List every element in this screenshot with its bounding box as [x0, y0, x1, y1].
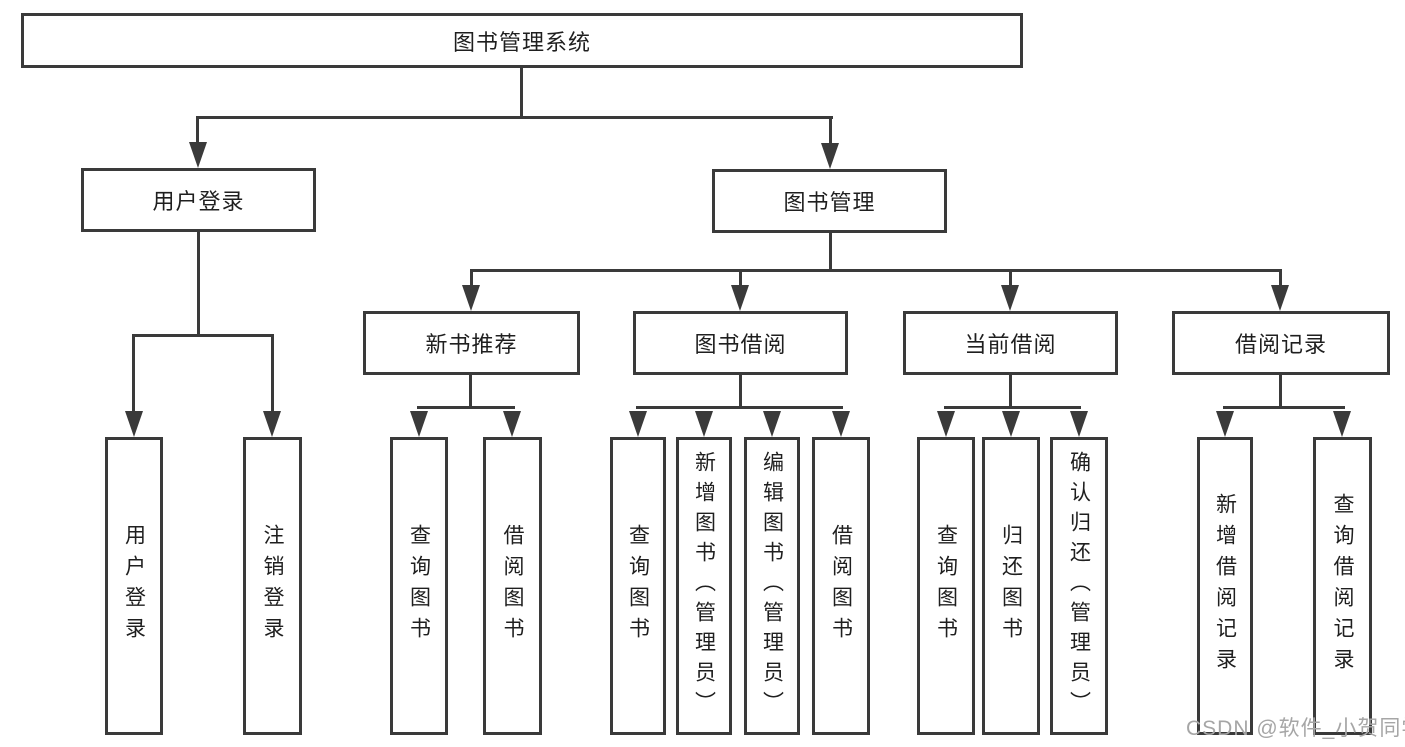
connector-bookborrow-vline [739, 375, 742, 408]
csdn-watermark: CSDN @软件_小贺同学 [1186, 717, 1405, 740]
arrow-down-icon [1002, 411, 1020, 437]
node-label: 注销登录 [261, 524, 284, 648]
node-label: 图书借阅 [694, 332, 787, 357]
node-label: 借阅图书 [829, 524, 853, 648]
arrow-down-icon [263, 411, 281, 437]
node-borrow-records: 借阅记录 [1172, 311, 1390, 375]
leaf-cb-query-books: 查询图书 [917, 437, 975, 735]
connector-root-right-shaft [829, 116, 832, 145]
node-label: 借阅图书 [501, 524, 524, 648]
leaf-bb-edit-books-admin: 编辑图书（管理员） [744, 437, 800, 735]
node-label: 查询图书 [934, 524, 958, 648]
node-label: 新增借阅记录 [1213, 493, 1237, 679]
connector-currentborrow-vline [1009, 375, 1012, 408]
connector-userlogin-hline [132, 334, 274, 337]
arrow-down-icon [1216, 411, 1234, 437]
connector-userlogin-right-shaft [271, 334, 274, 411]
node-book-borrowing: 图书借阅 [633, 311, 848, 375]
leaf-bb-query-books: 查询图书 [610, 437, 666, 735]
node-label: 用户登录 [122, 524, 146, 648]
connector-bookmgmt-drop2 [739, 269, 742, 287]
leaf-cb-confirm-return-admin: 确认归还（管理员） [1050, 437, 1108, 735]
node-library-system: 图书管理系统 [21, 13, 1023, 68]
node-new-book-recommend: 新书推荐 [363, 311, 580, 375]
connector-records-vline [1279, 375, 1282, 408]
connector-userlogin-vline [197, 232, 200, 337]
arrow-down-icon [763, 411, 781, 437]
arrow-down-icon [731, 285, 749, 311]
node-label: 归还图书 [999, 524, 1023, 648]
node-label: 图书管理 [783, 190, 876, 215]
arrow-down-icon [821, 143, 839, 169]
node-label: 新书推荐 [425, 332, 518, 357]
arrow-down-icon [125, 411, 143, 437]
leaf-nbr-query-books: 查询图书 [390, 437, 448, 735]
node-label: 查询借阅记录 [1331, 493, 1354, 679]
leaf-bb-add-books-admin: 新增图书（管理员） [676, 437, 732, 735]
arrow-down-icon [503, 411, 521, 437]
connector-currentborrow-hline [944, 406, 1081, 409]
node-label: 查询图书 [626, 524, 650, 648]
leaf-br-query-record: 查询借阅记录 [1313, 437, 1372, 735]
leaf-nbr-borrow-books: 借阅图书 [483, 437, 542, 735]
connector-bookmgmt-vline [829, 233, 832, 272]
arrow-down-icon [629, 411, 647, 437]
connector-newbook-vline [469, 375, 472, 408]
leaf-bb-borrow-books: 借阅图书 [812, 437, 870, 735]
leaf-logout: 注销登录 [243, 437, 302, 735]
arrow-down-icon [462, 285, 480, 311]
connector-bookmgmt-drop1 [470, 269, 473, 287]
node-label: 借阅记录 [1234, 332, 1327, 357]
node-current-borrowing: 当前借阅 [903, 311, 1118, 375]
node-label: 当前借阅 [964, 332, 1057, 357]
node-user-login: 用户登录 [81, 168, 316, 232]
connector-bookmgmt-drop4 [1279, 269, 1282, 287]
arrow-down-icon [1271, 285, 1289, 311]
node-label: 图书管理系统 [452, 29, 591, 55]
arrow-down-icon [1070, 411, 1088, 437]
arrow-down-icon [937, 411, 955, 437]
leaf-br-add-record: 新增借阅记录 [1197, 437, 1253, 735]
node-label: 新增图书（管理员） [692, 451, 716, 721]
connector-userlogin-left-shaft [132, 334, 135, 411]
connector-bookborrow-hline [636, 406, 843, 409]
connector-root-vline [520, 68, 523, 118]
arrow-down-icon [189, 142, 207, 168]
leaf-user-login: 用户登录 [105, 437, 163, 735]
arrow-down-icon [695, 411, 713, 437]
connector-root-left-shaft [196, 116, 199, 144]
arrow-down-icon [1333, 411, 1351, 437]
connector-newbook-hline [417, 406, 515, 409]
connector-bookmgmt-hline [470, 269, 1282, 272]
connector-root-hline [196, 116, 833, 119]
node-label: 确认归还（管理员） [1067, 451, 1091, 721]
connector-records-hline [1223, 406, 1345, 409]
connector-bookmgmt-drop3 [1009, 269, 1012, 287]
arrow-down-icon [1001, 285, 1019, 311]
node-book-management: 图书管理 [712, 169, 947, 233]
leaf-cb-return-books: 归还图书 [982, 437, 1040, 735]
node-label: 用户登录 [152, 189, 245, 214]
arrow-down-icon [410, 411, 428, 437]
node-label: 编辑图书（管理员） [760, 451, 784, 721]
node-label: 查询图书 [407, 524, 431, 648]
arrow-down-icon [832, 411, 850, 437]
